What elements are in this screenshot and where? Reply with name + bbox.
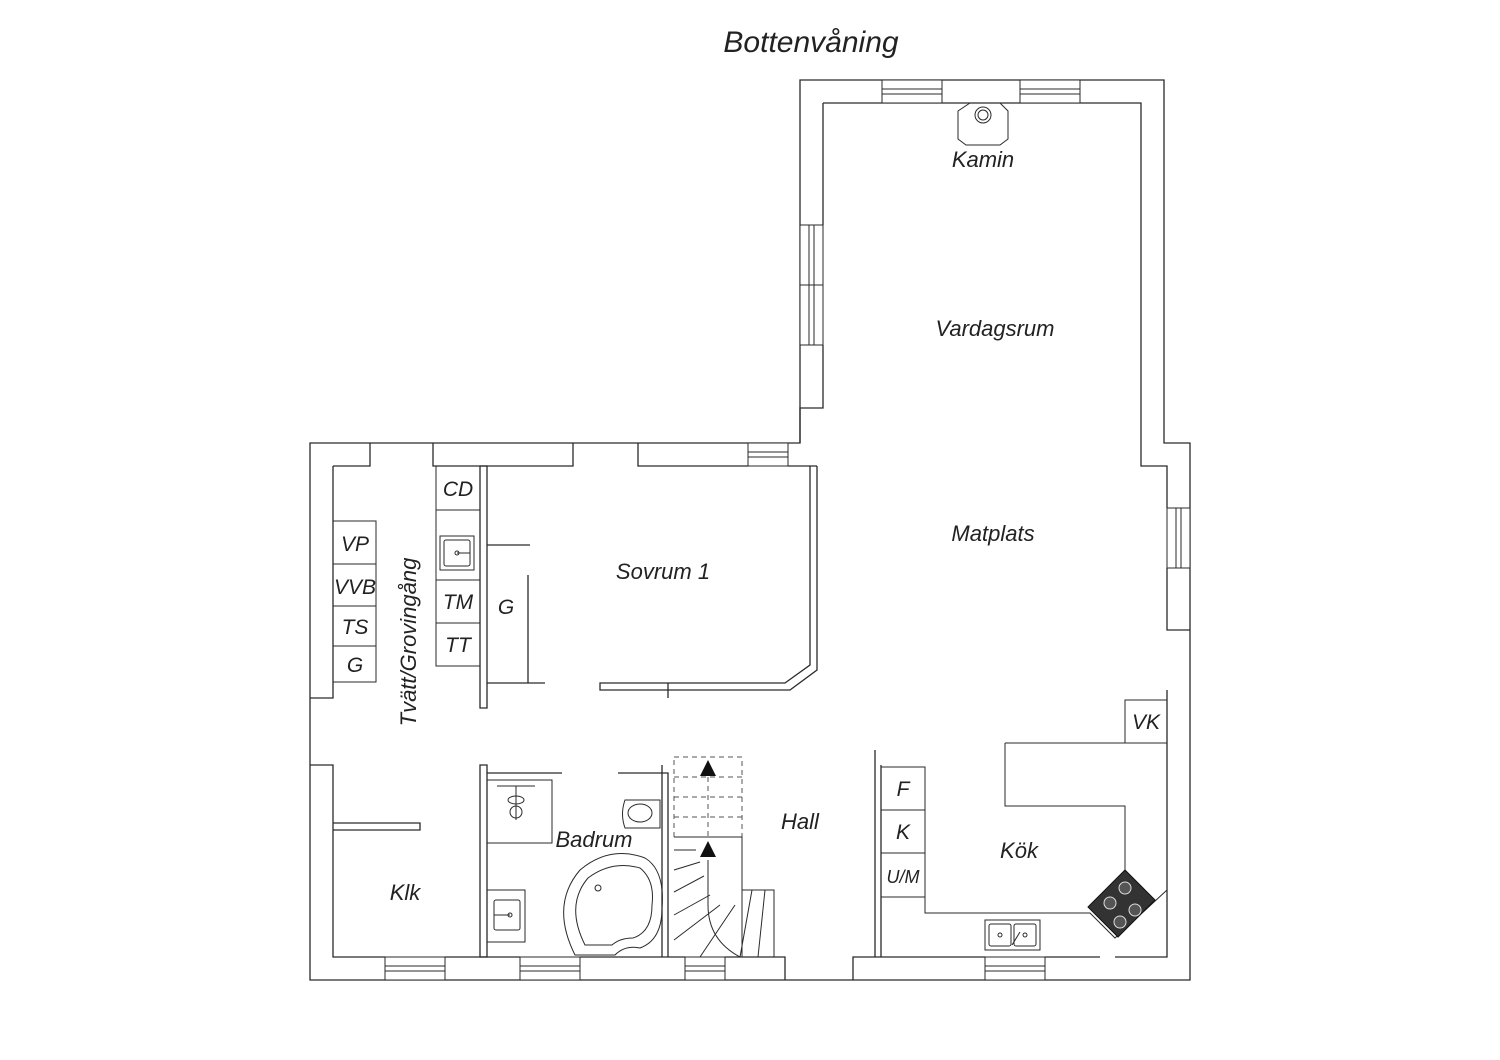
fixture-label-k: K bbox=[896, 821, 911, 844]
windows bbox=[384, 79, 1191, 981]
fixture-label-f: F bbox=[897, 778, 911, 801]
fireplace bbox=[957, 102, 1009, 146]
kitchen-fixtures bbox=[880, 699, 1168, 951]
fixture-labels: CD TM TT G VP VVB TS G VK F K U/M bbox=[334, 478, 1161, 887]
room-label-tvatt: Tvätt/Grovingång bbox=[396, 557, 421, 727]
fixture-label-vvb: VVB bbox=[334, 576, 376, 599]
floor-title: Bottenvåning bbox=[723, 26, 899, 59]
fixture-label-tt: TT bbox=[445, 634, 473, 657]
room-labels: Kamin Vardagsrum Matplats Sovrum 1 Tvätt… bbox=[390, 147, 1055, 905]
room-label-matplats: Matplats bbox=[951, 521, 1034, 546]
fixture-label-um: U/M bbox=[887, 867, 920, 887]
fixture-label-cd: CD bbox=[443, 478, 473, 501]
room-label-klk: Klk bbox=[390, 880, 422, 905]
room-label-kok: Kök bbox=[1000, 838, 1039, 863]
room-label-badrum: Badrum bbox=[555, 827, 632, 852]
sink-icon bbox=[984, 919, 1041, 951]
room-label-sovrum: Sovrum 1 bbox=[616, 559, 710, 584]
room-label-hall: Hall bbox=[781, 809, 820, 834]
laundry-cabinets bbox=[332, 465, 481, 683]
room-label-vardagsrum: Vardagsrum bbox=[935, 316, 1054, 341]
fixture-label-g-closet: G bbox=[498, 596, 514, 619]
bathroom-fixtures bbox=[486, 779, 663, 956]
fixture-label-ts: TS bbox=[342, 616, 369, 639]
stairs bbox=[673, 756, 775, 958]
stove-icon bbox=[1087, 869, 1156, 938]
fixture-label-vk: VK bbox=[1132, 711, 1161, 734]
room-label-kamin: Kamin bbox=[952, 147, 1014, 172]
fixture-label-g-laundry: G bbox=[347, 654, 363, 677]
interior-walls bbox=[333, 465, 882, 958]
outer-walls bbox=[309, 79, 1191, 981]
fixture-label-tm: TM bbox=[443, 591, 474, 614]
fixture-label-vp: VP bbox=[341, 533, 369, 556]
